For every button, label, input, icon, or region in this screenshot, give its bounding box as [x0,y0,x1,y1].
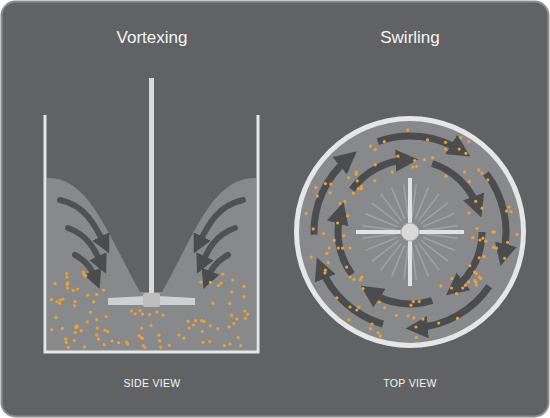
panel-title: Swirling [380,28,440,48]
particles [305,129,519,340]
panel-title: Vortexing [117,28,188,48]
liquid-surface [299,121,521,343]
vessel-rim [294,116,526,348]
mixer-shaft [149,78,154,302]
impeller-hub [143,293,160,307]
impeller-top [356,178,464,286]
impeller-blade [108,296,146,305]
view-label: TOP VIEW [383,377,436,389]
view-label: SIDE VIEW [124,377,181,389]
impeller-blade [157,296,195,305]
swirl-arrows [314,136,506,328]
